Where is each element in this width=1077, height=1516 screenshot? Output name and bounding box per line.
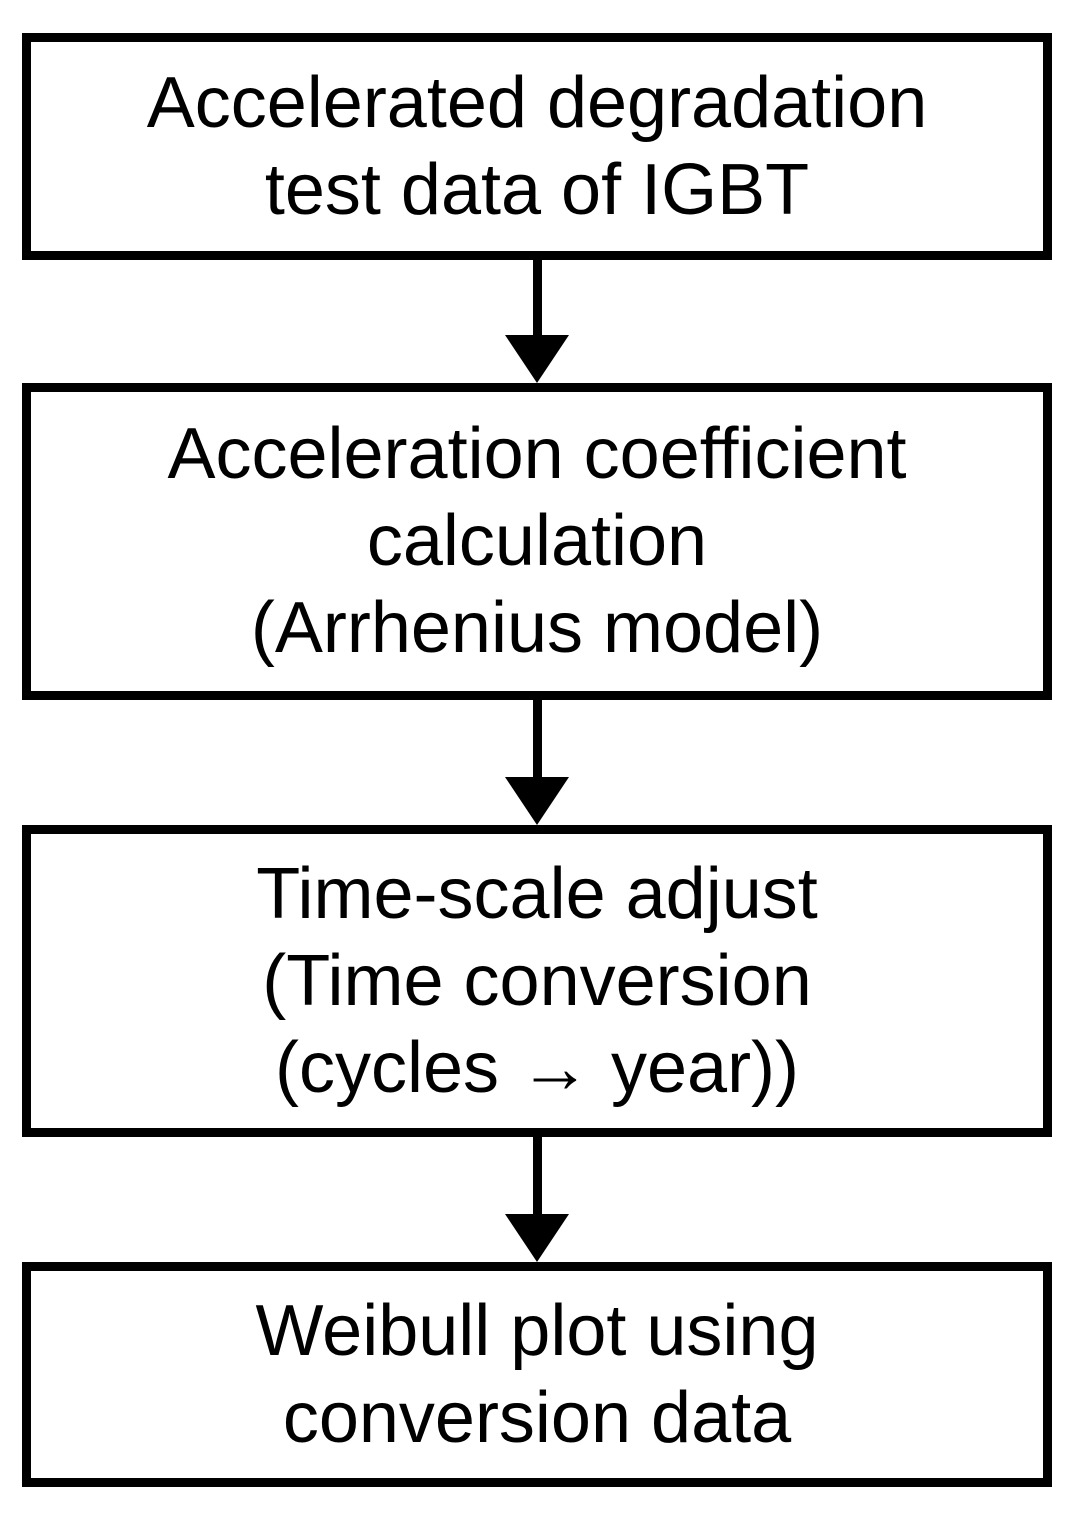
flow-step-text-line: (Time conversion	[262, 940, 812, 1021]
flowchart: Accelerated degradation test data of IGB…	[22, 33, 1052, 1487]
flow-step-text-line: Weibull plot using	[255, 1290, 819, 1371]
down-arrow-connector	[22, 1137, 1052, 1262]
flow-step-time-scale-adjust: Time-scale adjust (Time conversion (cycl…	[22, 825, 1052, 1137]
arrow-stem	[532, 1137, 542, 1214]
arrow-head-icon	[505, 1214, 569, 1262]
flow-step-text-line: Time-scale adjust	[256, 853, 818, 934]
arrow-head-icon	[505, 777, 569, 825]
flow-step-accelerated-test-data: Accelerated degradation test data of IGB…	[22, 33, 1052, 260]
arrow-stem	[532, 260, 542, 335]
flow-step-text-line: calculation	[366, 501, 708, 581]
flow-step-text-line: Accelerated degradation	[146, 62, 928, 143]
flow-step-text-line: (cycles → year))	[274, 1027, 800, 1108]
flow-step-text-line: conversion data	[282, 1377, 792, 1458]
flow-step-weibull-plot: Weibull plot using conversion data	[22, 1262, 1052, 1487]
flow-step-text-line: test data of IGBT	[264, 149, 810, 230]
flow-step-text-line: (Arrhenius model)	[250, 588, 824, 668]
down-arrow-connector	[22, 700, 1052, 825]
arrow-head-icon	[505, 335, 569, 383]
arrow-stem	[532, 700, 542, 777]
down-arrow-connector	[22, 260, 1052, 383]
flow-step-text-line: Acceleration coefficient	[167, 414, 907, 494]
flow-step-acceleration-coefficient-calculation: Acceleration coefficient calculation (Ar…	[22, 383, 1052, 700]
